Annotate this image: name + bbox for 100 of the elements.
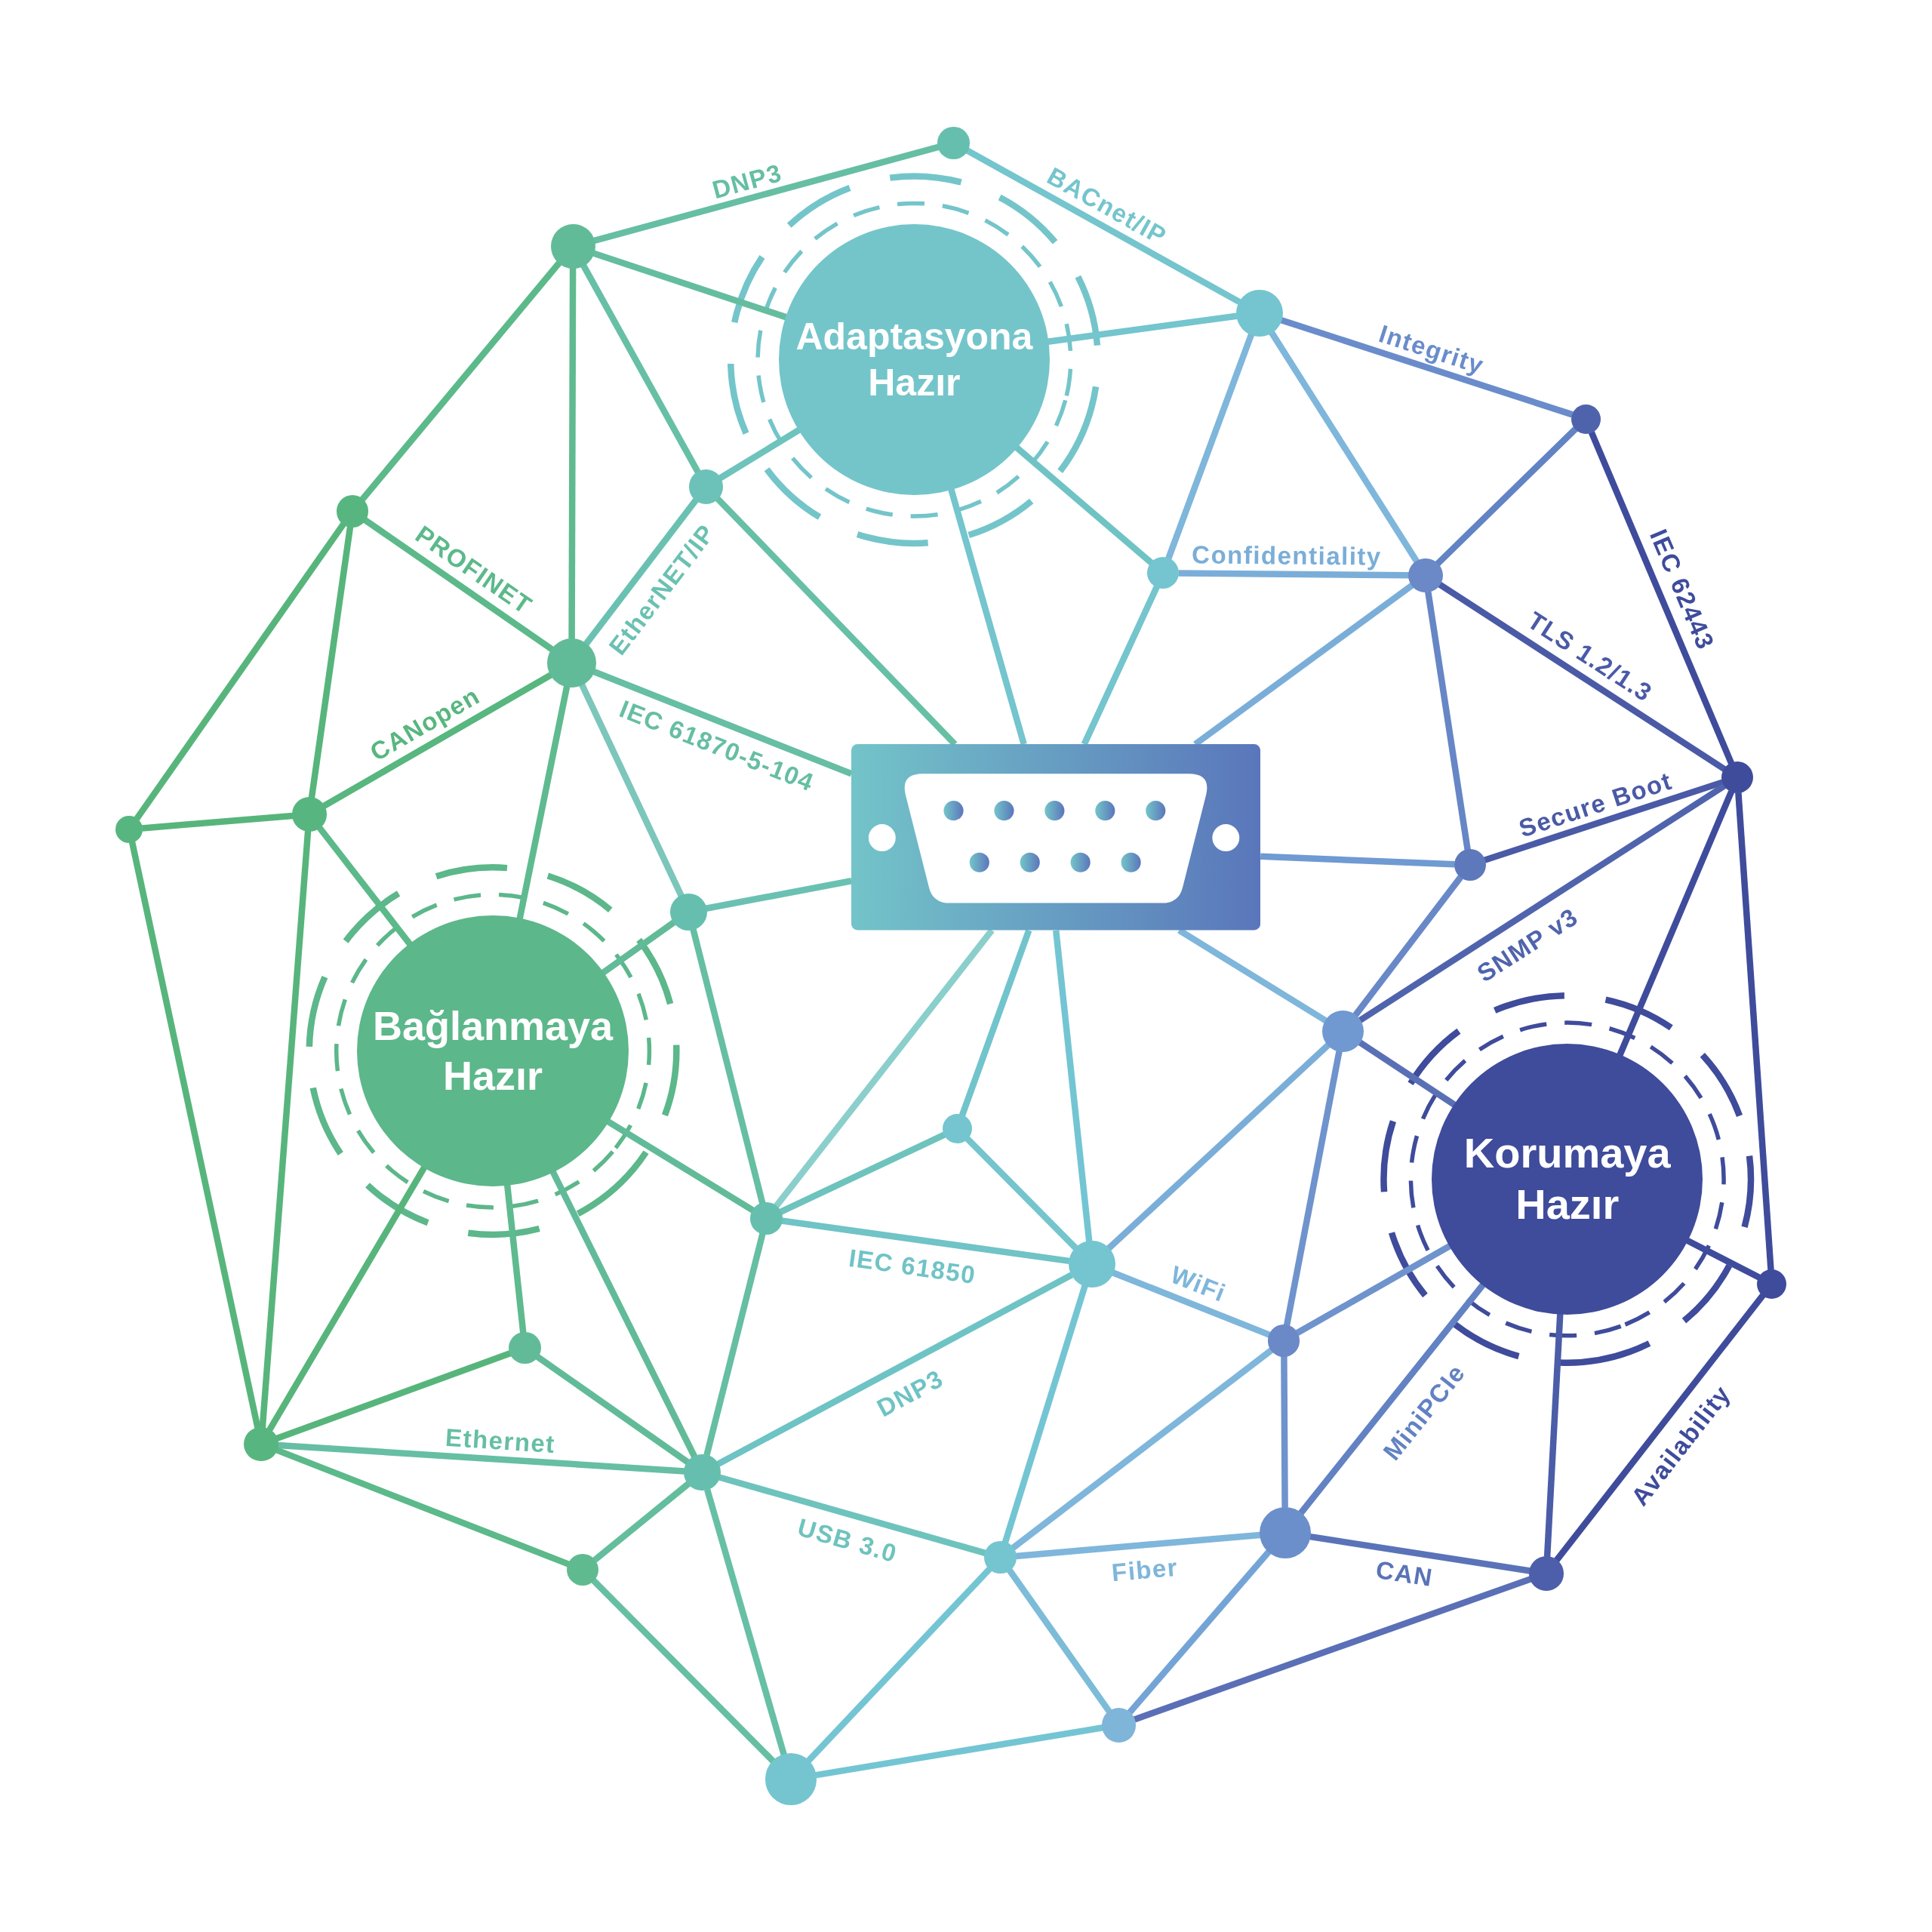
connector-line: [965, 147, 1241, 305]
connector-line: [1011, 1347, 1274, 1551]
connector-line: [718, 427, 801, 481]
connector-line: [275, 1447, 570, 1567]
connector-line: [1483, 779, 1724, 863]
node-dot: [750, 1202, 783, 1235]
connector-line: [1106, 1042, 1331, 1251]
node-dot: [1101, 1707, 1137, 1743]
connector-line: [1165, 333, 1255, 560]
connector-line: [1015, 1531, 1261, 1560]
node-dot: [567, 1553, 599, 1586]
connector-line: [815, 1724, 1103, 1779]
connector-line: [1735, 792, 1774, 1270]
node-dot: [684, 1454, 721, 1491]
node-dot: [688, 469, 724, 504]
node-dot: [1454, 848, 1486, 881]
connector-line: [1178, 570, 1410, 579]
edge-label: USB 3.0: [795, 1515, 900, 1567]
connector-line: [1554, 1293, 1766, 1563]
connector-line: [592, 1481, 691, 1563]
connector-line: [1309, 1533, 1531, 1574]
connector-line: [1006, 1567, 1112, 1714]
connector-line: [958, 929, 1032, 1117]
node-dot: [509, 1331, 541, 1364]
connector-line: [780, 1217, 1070, 1265]
node-dot: [1529, 1556, 1564, 1591]
connector-line: [592, 143, 940, 245]
node-dot: [550, 224, 595, 269]
connector-line: [583, 497, 699, 646]
connector-line: [134, 521, 346, 821]
connector-line: [1127, 1549, 1272, 1715]
connector-line: [1588, 430, 1735, 765]
connector-line: [690, 928, 766, 1205]
connector-line: [259, 830, 312, 1429]
connector-line: [964, 1136, 1078, 1251]
connector-line: [1014, 445, 1154, 566]
edge-label: IEC 61850: [847, 1245, 977, 1288]
connector-line: [579, 683, 685, 897]
node-dot: [1321, 1010, 1364, 1053]
connector-line: [1358, 1039, 1457, 1108]
connector-line: [1047, 312, 1238, 345]
connector-line: [321, 672, 553, 809]
connector-line: [516, 685, 571, 920]
connector-line: [805, 1566, 992, 1764]
node-dot: [336, 495, 369, 528]
connector-line: [703, 1232, 766, 1457]
connector-line: [266, 1165, 428, 1432]
connector-line: [1081, 585, 1160, 746]
connector-line: [779, 1131, 946, 1215]
serial-port-drawing: [851, 744, 1261, 931]
connector-line: [363, 517, 554, 652]
edge-label: Confidentiality: [1191, 542, 1382, 569]
node-dot: [1068, 1241, 1115, 1288]
node-dot: [244, 1426, 278, 1462]
connector-line: [716, 1272, 1074, 1467]
connector-line: [128, 841, 261, 1429]
connector-line: [601, 919, 676, 976]
connector-line: [705, 878, 852, 912]
connector-line: [1111, 1269, 1271, 1338]
hub-title: Adaptasyona Hazır: [795, 314, 1033, 405]
node-dot: [1571, 404, 1601, 434]
edge-label: Ethernet: [445, 1425, 557, 1457]
connector-line: [591, 1578, 776, 1764]
hub-title: Bağlanmaya Hazır: [372, 1001, 614, 1100]
connector-line: [277, 1441, 685, 1475]
connector-line: [704, 1488, 787, 1756]
node-dot: [764, 1753, 817, 1805]
connector-line: [1352, 875, 1463, 1017]
node-dot: [984, 1541, 1017, 1574]
node-dot: [546, 638, 597, 688]
connector-line: [1435, 426, 1578, 567]
connector-line: [1283, 1051, 1343, 1327]
node-dot: [1757, 1269, 1787, 1299]
connector-line: [1260, 853, 1455, 868]
connector-line: [1358, 783, 1727, 1023]
connector-line: [1295, 1243, 1452, 1336]
connector-line: [1133, 1576, 1532, 1723]
node-dot: [937, 127, 970, 159]
edge-label: CAN: [1374, 1557, 1435, 1591]
node-dot: [670, 893, 708, 931]
connector-line: [948, 488, 1027, 746]
connector-line: [275, 1350, 512, 1441]
node-dot: [115, 815, 143, 843]
connector-line: [592, 669, 853, 777]
connector-line: [1001, 1284, 1088, 1544]
connector-line: [535, 1354, 690, 1465]
edge-label: DNP3: [709, 159, 785, 203]
connector-line: [568, 267, 577, 639]
edge-label: Fiber: [1110, 1554, 1180, 1586]
edge-label: Secure Boot: [1515, 768, 1675, 841]
connector-line: [549, 1170, 697, 1458]
node-dot: [1721, 761, 1754, 794]
connector-line: [592, 250, 788, 321]
connector-line: [1617, 790, 1735, 1057]
connector-line: [580, 263, 701, 474]
connector-line: [1685, 1238, 1761, 1281]
node-dot: [1147, 556, 1180, 589]
edge-label: WiFi: [1167, 1262, 1229, 1306]
connector-line: [1269, 330, 1420, 564]
node-dot: [942, 1113, 973, 1144]
